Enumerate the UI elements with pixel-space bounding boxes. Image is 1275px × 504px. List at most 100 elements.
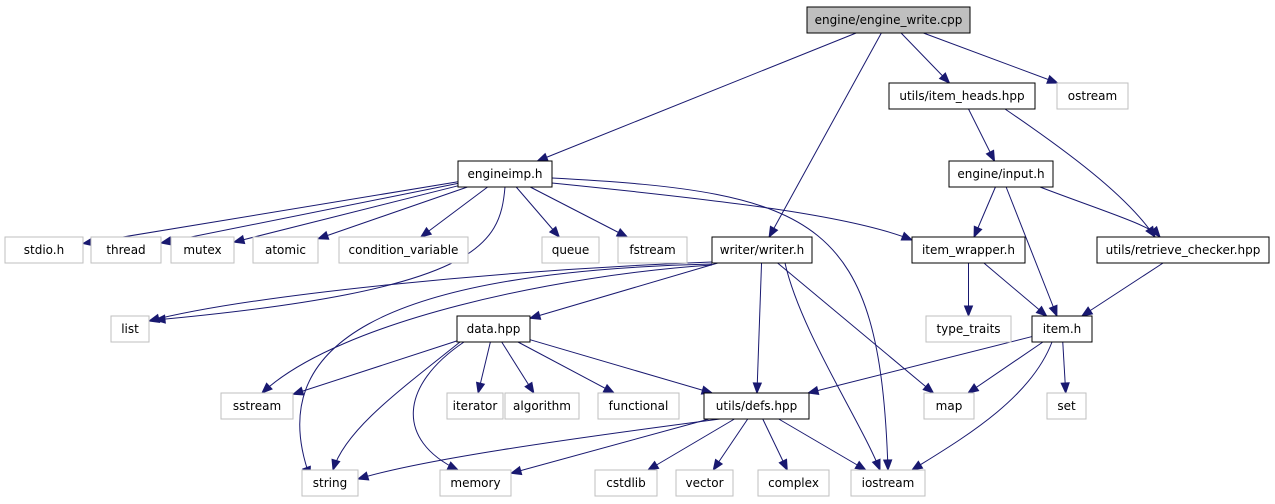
edge-engineimp-to-atomic bbox=[316, 186, 468, 240]
edge-root-to-item_heads bbox=[900, 32, 951, 84]
arrowhead-icon bbox=[966, 383, 980, 394]
node-input[interactable]: engine/input.h bbox=[948, 160, 1054, 188]
arrowhead-icon bbox=[1046, 74, 1059, 84]
node-engineimp[interactable]: engineimp.h bbox=[457, 160, 553, 188]
node-item-heads[interactable]: utils/item_heads.hpp bbox=[888, 82, 1036, 110]
edges-layer bbox=[81, 32, 1164, 481]
node-label: set bbox=[1057, 399, 1076, 413]
node-writer[interactable]: writer/writer.h bbox=[711, 236, 813, 264]
node-thread: thread bbox=[90, 236, 162, 264]
arrowhead-icon bbox=[882, 459, 893, 472]
arrowhead-icon bbox=[509, 465, 523, 476]
node-queue: queue bbox=[541, 236, 600, 264]
arrowhead-icon bbox=[768, 225, 779, 239]
edge-data-to-defs bbox=[529, 339, 714, 395]
edge-input-to-item_wrapper bbox=[973, 186, 996, 239]
arrowhead-icon bbox=[1035, 305, 1048, 317]
edge-item_wrapper-to-item bbox=[983, 262, 1048, 317]
arrowhead-icon bbox=[806, 385, 820, 396]
node-label: utils/item_heads.hpp bbox=[899, 89, 1024, 103]
edge-item-to-iostream bbox=[910, 341, 1053, 471]
edge-writer-to-list bbox=[147, 261, 713, 323]
node-atomic: atomic bbox=[252, 236, 319, 264]
arrowhead-icon bbox=[316, 230, 330, 240]
node-memory: memory bbox=[439, 469, 512, 497]
node-complex: complex bbox=[757, 469, 830, 497]
node-label: engineimp.h bbox=[468, 167, 543, 181]
node-root[interactable]: engine/engine_write.cpp bbox=[806, 6, 971, 34]
node-map: map bbox=[923, 392, 975, 420]
node-stdio: stdio.h bbox=[4, 236, 84, 264]
arrowhead-icon bbox=[871, 458, 881, 472]
edge-engineimp-to-iostream bbox=[551, 177, 893, 472]
arrowhead-icon bbox=[232, 234, 246, 245]
arrowhead-icon bbox=[712, 458, 724, 472]
node-iostream: iostream bbox=[850, 469, 926, 497]
arrowhead-icon bbox=[1080, 306, 1094, 317]
node-mutex: mutex bbox=[170, 236, 235, 264]
node-label: functional bbox=[609, 399, 669, 413]
node-iterator: iterator bbox=[446, 392, 504, 420]
node-label: map bbox=[936, 399, 963, 413]
node-label: type_traits bbox=[936, 322, 1000, 336]
edge-item_heads-to-input bbox=[968, 108, 996, 163]
node-label: algorithm bbox=[513, 399, 571, 413]
node-functional: functional bbox=[597, 392, 680, 420]
edge-input-to-retrieve bbox=[1039, 186, 1161, 239]
arrowhead-icon bbox=[524, 381, 535, 395]
node-label: stdio.h bbox=[24, 243, 64, 257]
node-item[interactable]: item.h bbox=[1031, 315, 1093, 343]
arrowhead-icon bbox=[910, 460, 924, 471]
arrowhead-icon bbox=[973, 225, 983, 239]
edge-defs-to-memory bbox=[509, 418, 710, 476]
node-label: mutex bbox=[183, 243, 221, 257]
arrowhead-icon bbox=[1149, 225, 1161, 239]
node-item-wrapper[interactable]: item_wrapper.h bbox=[911, 236, 1026, 264]
arrowhead-icon bbox=[153, 314, 166, 324]
arrowhead-icon bbox=[922, 382, 935, 394]
edge-root-to-engineimp bbox=[536, 32, 857, 162]
edge-data-to-memory bbox=[412, 341, 465, 471]
arrowhead-icon bbox=[475, 381, 486, 395]
edge-item-to-defs bbox=[806, 336, 1033, 396]
edge-engineimp-to-thread bbox=[159, 182, 459, 246]
edge-item-to-map bbox=[966, 341, 1044, 394]
edge-defs-to-vector bbox=[712, 418, 749, 472]
node-label: atomic bbox=[265, 243, 306, 257]
arrowhead-icon bbox=[536, 152, 549, 162]
arrowhead-icon bbox=[963, 305, 974, 318]
edge-engineimp-to-fstream bbox=[530, 186, 629, 238]
edge-engineimp-to-stdio bbox=[81, 181, 459, 247]
node-label: writer/writer.h bbox=[720, 243, 805, 257]
node-label: list bbox=[121, 322, 139, 336]
arrowhead-icon bbox=[938, 72, 951, 84]
node-label: iostream bbox=[862, 476, 915, 490]
arrowhead-icon bbox=[261, 382, 273, 394]
node-label: thread bbox=[106, 243, 145, 257]
edge-writer-to-data bbox=[528, 262, 718, 320]
node-label: fstream bbox=[629, 243, 675, 257]
node-label: engine/engine_write.cpp bbox=[815, 13, 963, 27]
edge-engineimp-to-queue bbox=[515, 186, 561, 239]
node-label: iterator bbox=[453, 399, 498, 413]
edge-retrieve-to-item bbox=[1080, 262, 1164, 317]
node-label: vector bbox=[685, 476, 723, 490]
arrowhead-icon bbox=[985, 149, 996, 163]
arrowhead-icon bbox=[778, 458, 788, 472]
node-label: condition_variable bbox=[349, 243, 459, 257]
arrowhead-icon bbox=[147, 313, 161, 323]
node-retrieve[interactable]: utils/retrieve_checker.hpp bbox=[1096, 236, 1270, 264]
node-defs[interactable]: utils/defs.hpp bbox=[703, 392, 810, 420]
edge-writer-to-map bbox=[777, 262, 935, 394]
node-label: utils/defs.hpp bbox=[716, 399, 797, 413]
node-label: complex bbox=[768, 476, 819, 490]
arrowhead-icon bbox=[646, 460, 660, 471]
arrowhead-icon bbox=[291, 386, 305, 396]
arrowhead-icon bbox=[615, 227, 629, 238]
edge-data-to-functional bbox=[517, 341, 616, 394]
node-type-traits: type_traits bbox=[925, 315, 1012, 343]
edge-input-to-item bbox=[1005, 186, 1058, 318]
node-fstream: fstream bbox=[617, 236, 688, 264]
edge-writer-to-iostream bbox=[784, 262, 881, 472]
node-data[interactable]: data.hpp bbox=[456, 315, 531, 343]
